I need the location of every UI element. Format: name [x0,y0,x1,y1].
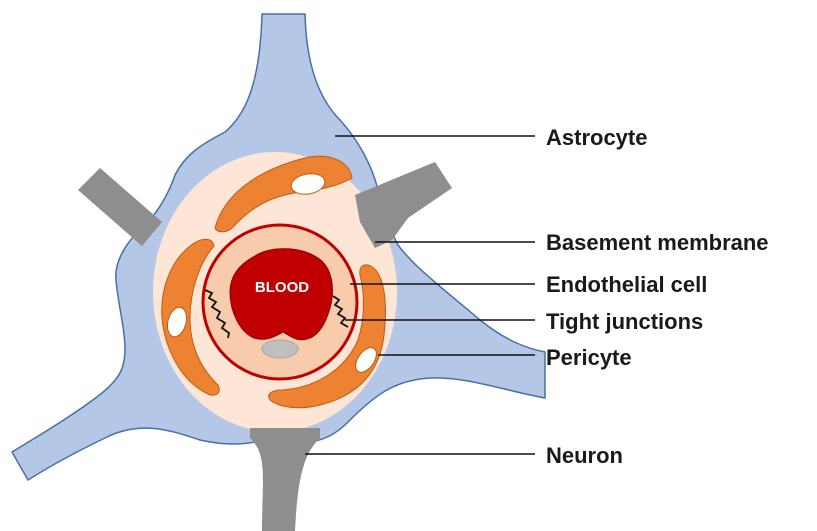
label-basement-membrane: Basement membrane [546,232,769,254]
blood-label: BLOOD [246,280,318,295]
left-process [78,168,162,246]
endothelial-nucleus [262,340,298,358]
neuron [250,428,320,531]
label-tight-junctions: Tight junctions [546,311,703,333]
label-astrocyte: Astrocyte [546,127,647,149]
label-pericyte: Pericyte [546,347,632,369]
label-endothelial-cell: Endothelial cell [546,274,707,296]
label-neuron: Neuron [546,445,623,467]
